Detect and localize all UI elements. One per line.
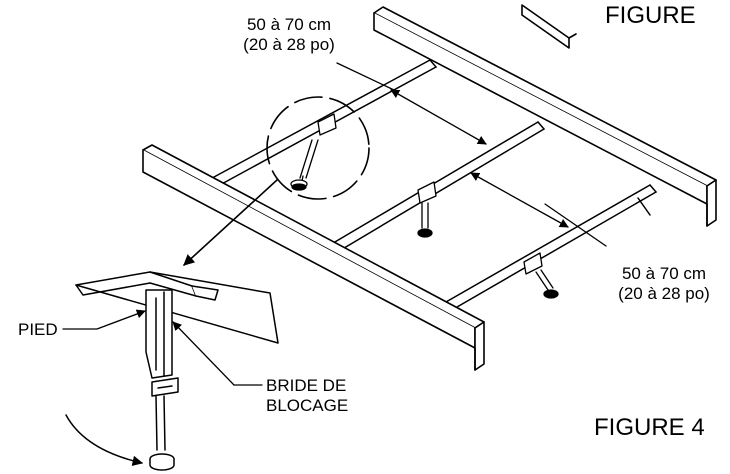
spacing-dimension-arrows [336, 62, 607, 247]
spacing-label-right-line2: (20 à 28 po) [618, 284, 710, 303]
spacing-label-right: 50 à 70 cm (20 à 28 po) [602, 264, 726, 304]
pied-label: PIED [18, 320, 58, 339]
spacing-label-right-line1: 50 à 70 cm [621, 264, 707, 283]
enlarged-leg-detail [65, 271, 279, 471]
leg-assembly-2 [417, 181, 437, 238]
bride-label-line1: BRIDE DE [266, 376, 347, 395]
figure-label-bottom: FIGURE 4 [594, 414, 705, 441]
leg-assembly-3 [523, 252, 559, 299]
bride-label-line2: BLOCAGE [266, 396, 349, 415]
spacing-label-top-line2: (20 à 28 po) [243, 35, 335, 54]
bride-de-blocage-label: BRIDE DE BLOCAGE [266, 376, 348, 416]
rail-fragment-top [521, 4, 577, 49]
detail-circle [183, 96, 370, 266]
back-side-rail [373, 6, 717, 227]
figure-label-top: FIGURE [605, 2, 696, 29]
spacing-label-top: 50 à 70 cm (20 à 28 po) [226, 15, 352, 55]
callout-leaders [62, 309, 263, 386]
leg-assembly-1 [290, 113, 337, 191]
spacing-label-top-line1: 50 à 70 cm [246, 15, 332, 34]
front-side-rail [142, 144, 485, 371]
